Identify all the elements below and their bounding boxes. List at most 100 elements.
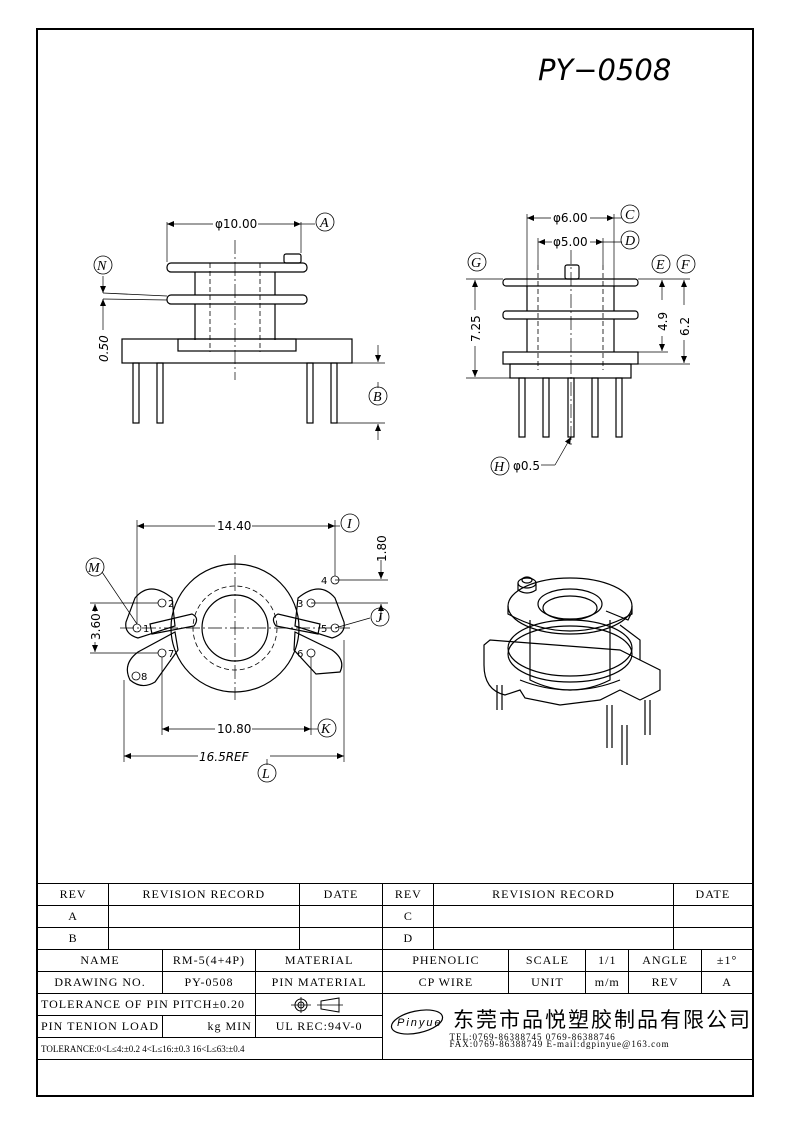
- svg-text:Pinyue: Pinyue: [397, 1017, 443, 1029]
- dim-outer-core-dia: φ6.00: [553, 211, 588, 225]
- callout-d: D: [620, 230, 640, 250]
- dim-height-180: 1.80: [375, 535, 389, 562]
- svg-text:D: D: [624, 234, 635, 249]
- drawing-no-value: PY-0508: [162, 971, 256, 994]
- pin-6: 6: [297, 649, 303, 660]
- pin-4: 4: [321, 576, 327, 587]
- angle-label: ANGLE: [628, 949, 703, 972]
- name-label: NAME: [36, 949, 164, 972]
- svg-text:A: A: [319, 216, 329, 231]
- dim-top-diameter: φ10.00: [215, 217, 257, 231]
- svg-text:L: L: [261, 767, 270, 782]
- scale-value: 1/1: [585, 949, 630, 972]
- callout-l: L: [257, 759, 277, 783]
- company-name: 东莞市品悦塑胶制品有限公司: [452, 1007, 752, 1032]
- drawing-title: PY−0508: [538, 53, 671, 87]
- rev-c-date: [672, 905, 754, 928]
- pin-tension-unit: kg MIN: [162, 1015, 256, 1038]
- rev-a-date: [298, 905, 384, 928]
- pin-5: 5: [321, 624, 327, 635]
- angle-value: ±1°: [701, 949, 753, 972]
- tolerance-pin-pitch: TOLERANCE OF PIN PITCH±0.20: [37, 993, 256, 1016]
- rev-header-left: REV: [36, 883, 110, 906]
- revision-record-header-left: REVISION RECORD: [108, 883, 300, 906]
- rev-c-record: [433, 905, 674, 928]
- title-block: REV REVISION RECORD DATE REV REVISION RE…: [36, 883, 754, 1060]
- callout-j: J: [370, 607, 390, 627]
- date-header-left: DATE: [298, 883, 384, 906]
- callout-g: G: [467, 252, 487, 272]
- company-tel: TEL:0769-86388745 0769-86388746: [449, 1032, 616, 1043]
- dim-height-725: 7.25: [469, 315, 483, 342]
- projection-symbol-icon: [291, 996, 344, 1013]
- company-fax: FAX:0769-86388749 E-mail:dgpinyue@163.co…: [449, 1039, 670, 1050]
- rev-a-record: [108, 905, 300, 928]
- date-header-right: DATE: [672, 883, 754, 906]
- rev-d-record: [433, 927, 674, 950]
- dim-height-49: 4.9: [656, 312, 670, 331]
- pin-material-value: CP WIRE: [382, 971, 510, 994]
- material-label: MATERIAL: [254, 949, 384, 972]
- side-view: [466, 214, 690, 466]
- dim-height-360: 3.60: [89, 613, 103, 640]
- svg-text:E: E: [655, 258, 665, 273]
- svg-text:F: F: [680, 258, 690, 273]
- pinyue-logo-icon: Pinyue: [391, 1009, 444, 1036]
- dim-pin-height: 0.50: [97, 335, 111, 362]
- svg-text:K: K: [320, 722, 331, 737]
- ul-rec: UL REC:94V-0: [254, 1015, 384, 1038]
- bottom-view: [90, 520, 388, 762]
- callout-i: I: [340, 513, 360, 533]
- callout-h: H: [490, 456, 510, 476]
- rev-d: D: [382, 927, 435, 950]
- rev-a: A: [36, 905, 110, 928]
- pin-1: 1: [143, 624, 149, 635]
- dim-overall-ref: 16.5REF: [199, 750, 250, 764]
- rev-header-right: REV: [382, 883, 435, 906]
- scale-label: SCALE: [508, 949, 587, 972]
- material-value: PHENOLIC: [382, 949, 510, 972]
- dim-width-1440: 14.40: [217, 519, 251, 533]
- rev-b: B: [36, 927, 110, 950]
- rev-c: C: [382, 905, 435, 928]
- callout-n: N: [93, 255, 113, 275]
- svg-text:N: N: [96, 259, 107, 274]
- pin-3: 3: [297, 599, 303, 610]
- callout-e: E: [651, 254, 671, 274]
- pin-material-label: PIN MATERIAL: [254, 971, 384, 994]
- callout-m: M: [85, 557, 105, 577]
- svg-text:I: I: [346, 517, 353, 532]
- dim-height-62: 6.2: [678, 317, 692, 336]
- dim-pin-dia: φ0.5: [513, 459, 540, 473]
- pin-tension-label: PIN TENION LOAD: [36, 1015, 164, 1038]
- svg-text:H: H: [493, 460, 505, 475]
- drawing-no-label: DRAWING NO.: [36, 971, 164, 994]
- pin-8: 8: [141, 672, 147, 683]
- svg-text:M: M: [87, 561, 101, 576]
- revision-record-header-right: REVISION RECORD: [433, 883, 674, 906]
- sheet-border: [36, 28, 754, 1097]
- unit-value: m/m: [585, 971, 630, 994]
- svg-text:C: C: [625, 208, 635, 223]
- callout-b: B: [368, 382, 388, 406]
- rev-label: REV: [628, 971, 703, 994]
- rev-d-date: [672, 927, 754, 950]
- pin-7: 7: [168, 649, 174, 660]
- callout-c: C: [620, 204, 640, 224]
- rev-value: A: [701, 971, 753, 994]
- rev-b-date: [298, 927, 384, 950]
- svg-text:J: J: [376, 611, 383, 626]
- pin-2: 2: [168, 599, 174, 610]
- name-value: RM-5(4+4P): [162, 949, 256, 972]
- company-block: Pinyue 东莞市品悦塑胶制品有限公司 TEL:0769-86388745 0…: [382, 993, 753, 1060]
- projection-symbol: [254, 993, 384, 1016]
- svg-text:G: G: [471, 256, 481, 271]
- unit-label: UNIT: [508, 971, 587, 994]
- rev-b-record: [108, 927, 300, 950]
- callout-a: A: [301, 212, 335, 232]
- dim-inner-core-dia: φ5.00: [553, 235, 588, 249]
- callout-k: K: [317, 718, 337, 738]
- tolerance-ranges: TOLERANCE:0<L≤4:±0.2 4<L≤16:±0.3 16<L≤63…: [36, 1037, 384, 1060]
- svg-text:B: B: [373, 390, 382, 405]
